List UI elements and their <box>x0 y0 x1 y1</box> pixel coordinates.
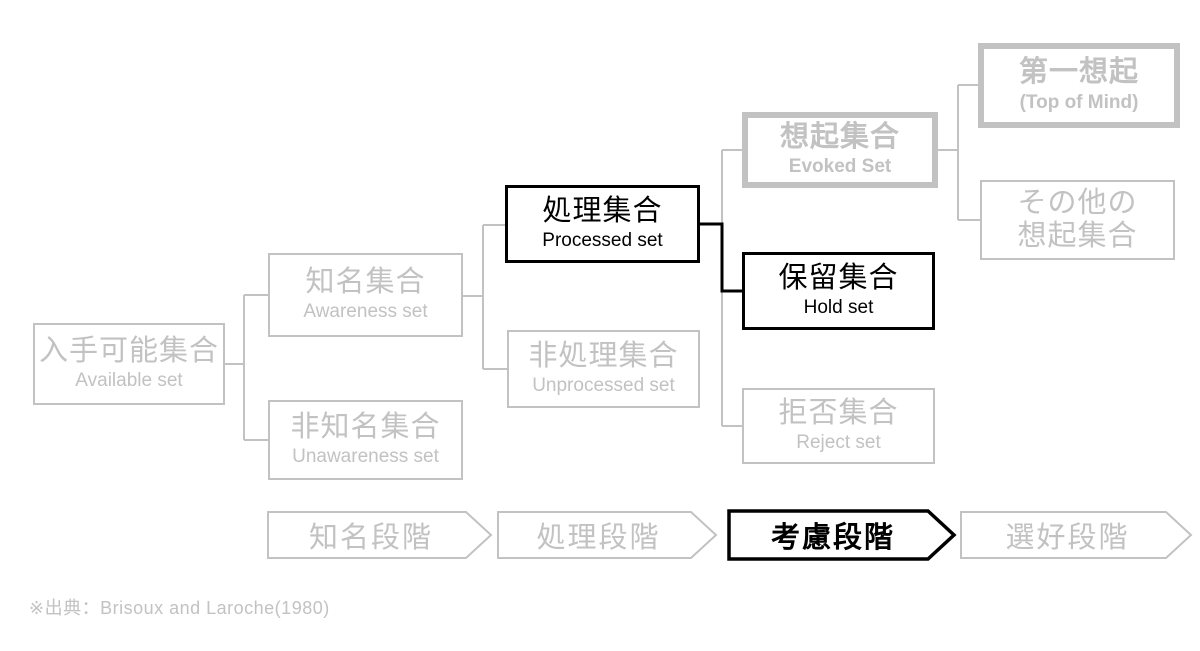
stage-label: 処理段階 <box>536 522 661 554</box>
node-evoked-set: 想起集合 Evoked Set <box>742 112 938 188</box>
node-subtitle: Hold set <box>803 297 874 319</box>
arrow-shape <box>267 511 493 559</box>
node-subtitle: (Top of Mind) <box>1019 91 1139 113</box>
node-top-of-mind: 第一想起 (Top of Mind) <box>978 43 1180 128</box>
stage-arrow-preference: 選好段階 <box>960 511 1193 559</box>
node-title: 入手可能集合 <box>38 334 219 367</box>
node-title-line1: その他の <box>1017 186 1138 219</box>
node-title-line2: 想起集合 <box>1017 220 1138 252</box>
stage-label: 考慮段階 <box>770 522 895 554</box>
node-title: 想起集合 <box>779 120 900 153</box>
node-unprocessed-set: 非処理集合 Unprocessed set <box>507 330 700 408</box>
node-subtitle: Evoked Set <box>788 156 892 178</box>
stage-label: 知名段階 <box>308 522 433 554</box>
node-available-set: 入手可能集合 Available set <box>33 323 225 405</box>
node-title: 第一想起 <box>1018 56 1139 89</box>
node-title: 処理集合 <box>542 194 663 227</box>
arrow-shape <box>497 511 718 559</box>
stage-arrow-consideration: 考慮段階 <box>727 509 957 561</box>
stage-arrow-awareness: 知名段階 <box>267 511 493 559</box>
node-subtitle: Reject set <box>796 432 881 454</box>
stage-label: 選好段階 <box>1005 522 1130 554</box>
node-unawareness-set: 非知名集合 Unawareness set <box>268 400 463 480</box>
node-processed-set: 処理集合 Processed set <box>505 185 700 263</box>
arrow-shape <box>960 511 1193 559</box>
node-reject-set: 拒否集合 Reject set <box>742 388 935 464</box>
node-title: 知名集合 <box>305 265 426 298</box>
source-citation: ※出典：Brisoux and Laroche(1980) <box>29 598 330 618</box>
arrow-shape <box>727 509 957 561</box>
node-subtitle: Awareness set <box>303 301 428 323</box>
node-other-evoked-set: その他の 想起集合 <box>980 180 1175 260</box>
node-subtitle: Unawareness set <box>292 446 439 468</box>
node-title: 保留集合 <box>778 261 899 294</box>
node-title: 拒否集合 <box>778 396 899 429</box>
node-subtitle: Processed set <box>542 230 663 252</box>
stage-arrow-processing: 処理段階 <box>497 511 718 559</box>
node-subtitle: Unprocessed set <box>532 375 675 397</box>
node-hold-set: 保留集合 Hold set <box>742 252 935 330</box>
node-title: 非処理集合 <box>528 339 679 372</box>
node-subtitle: Available set <box>75 370 183 392</box>
node-awareness-set: 知名集合 Awareness set <box>268 253 463 337</box>
node-title: 非知名集合 <box>290 410 441 443</box>
